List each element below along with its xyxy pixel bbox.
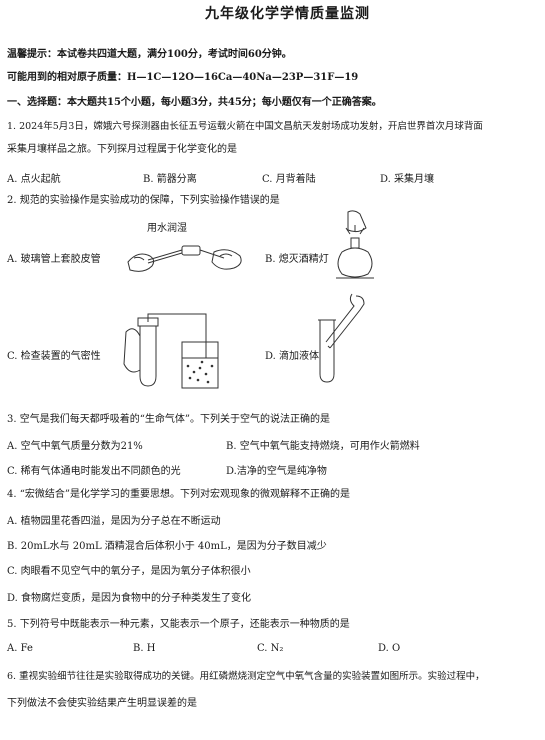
q3-stem: 3. 空气是我们每天都呼吸着的“生命气体”。下列关于空气的说法正确的是	[7, 414, 330, 425]
q3-option-d: D.洁净的空气是纯净物	[226, 466, 327, 477]
q2-option-a: A. 玻璃管上套胶皮管	[7, 254, 101, 265]
q6-stem-line2: 下列做法不会使实验结果产生明显误差的是	[7, 698, 197, 709]
q6-stem-line1: 6. 重视实验细节往往是实验取得成功的关键。用红磷燃烧测定空气中氧气含量的实验装…	[7, 671, 485, 682]
q2-option-c: C. 检查装置的气密性	[7, 351, 101, 362]
q1-option-a: A. 点火起航	[7, 174, 61, 185]
q5-option-b: B. H	[133, 643, 156, 654]
q2-option-b: B. 熄灭酒精灯	[265, 254, 329, 265]
q4-option-c: C. 肉眼看不见空气中的氧分子，是因为氧分子体积很小	[7, 566, 251, 577]
q1-stem-line1: 1. 2024年5月3日，嫦娥六号探测器由长征五号运载火箭在中国文昌航天发射场成…	[7, 121, 483, 132]
exam-notice: 温馨提示：本试卷共四道大题，满分100分，考试时间60分钟。	[7, 49, 292, 60]
airtightness-check-figure	[123, 313, 219, 389]
q1-option-b: B. 箭器分离	[143, 174, 197, 185]
q4-option-b: B. 20mL水与 20mL 酒精混合后体积小于 40mL，是因为分子数目减少	[7, 541, 327, 552]
section-heading: 一、选择题：本大题共15个小题，每小题3分，共45分；每小题仅有一个正确答案。	[7, 97, 382, 108]
q3-option-c: C. 稀有气体通电时能发出不同颜色的光	[7, 466, 181, 477]
q4-stem: 4. “宏微结合”是化学学习的重要思想。下列对宏观现象的微观解释不正确的是	[7, 489, 350, 500]
q2-option-d: D. 滴加液体	[265, 351, 320, 362]
q1-option-c: C. 月背着陆	[262, 174, 316, 185]
q1-option-d: D. 采集月壤	[380, 174, 435, 185]
q3-option-b: B. 空气中氧气能支持燃烧，可用作火箭燃料	[226, 441, 420, 452]
q3-option-a: A. 空气中氧气质量分数为21%	[7, 441, 143, 452]
q5-option-c: C. N₂	[257, 643, 284, 654]
q5-option-a: A. Fe	[7, 643, 33, 654]
q2-stem: 2. 规范的实验操作是实验成功的保障，下列实验操作错误的是	[7, 195, 280, 206]
page-title: 九年级化学学情质量监测	[205, 6, 370, 22]
q5-option-d: D. O	[378, 643, 401, 654]
dropper-test-tube-figure	[318, 293, 365, 383]
q1-stem-line2: 采集月壤样品之旅。下列探月过程属于化学变化的是	[7, 144, 237, 155]
glass-tube-rubber-tube-figure	[127, 245, 242, 272]
q4-option-d: D. 食物腐烂变质，是因为食物中的分子种类发生了变化	[7, 593, 252, 604]
atomic-mass-list: 可能用到的相对原子质量：H—1C—12O—16Ca—40Na—23P—31F—1…	[7, 72, 359, 83]
q2-figure-label: 用水润湿	[147, 223, 187, 234]
q5-stem: 5. 下列符号中既能表示一种元素，又能表示一个原子，还能表示一种物质的是	[7, 619, 350, 630]
alcohol-lamp-figure	[336, 210, 374, 279]
q4-option-a: A. 植物园里花香四溢，是因为分子总在不断运动	[7, 516, 221, 527]
